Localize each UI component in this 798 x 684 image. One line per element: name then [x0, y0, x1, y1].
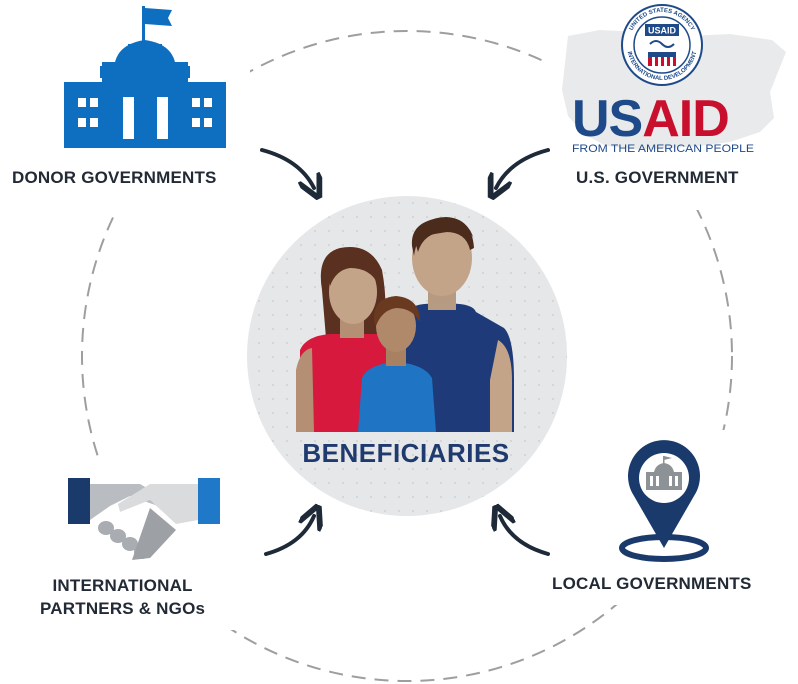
us-map-silhouette — [562, 30, 786, 150]
label-donor-governments: DONOR GOVERNMENTS — [12, 168, 217, 187]
label-international-partners: INTERNATIONAL PARTNERS & NGOs — [40, 574, 205, 620]
usaid-wordmark-us: US — [572, 90, 642, 148]
usaid-tagline: FROM THE AMERICAN PEOPLE — [572, 143, 754, 155]
usaid-wordmark-aid: AID — [642, 90, 729, 148]
dashed-ring — [81, 30, 733, 682]
label-us-government: U.S. GOVERNMENT — [576, 168, 739, 187]
label-international-line2: PARTNERS & NGOs — [40, 599, 206, 618]
handshake-icon — [68, 478, 220, 560]
arrow-donor — [260, 148, 314, 188]
usaid-seal-icon: USAID UNITED STATES AGENCY INTERNATIONAL… — [621, 4, 703, 86]
center-title: BENEFICIARIES — [302, 438, 510, 468]
seal-badge-text: USAID — [648, 26, 677, 36]
family-icon — [296, 217, 514, 432]
arrow-local — [500, 516, 550, 556]
label-local-governments: LOCAL GOVERNMENTS — [552, 574, 752, 593]
label-international-line1: INTERNATIONAL — [52, 576, 193, 595]
arrow-usgov — [496, 148, 550, 188]
arrow-intl — [264, 516, 314, 556]
usaid-wordmark: USAID — [572, 90, 729, 148]
capitol-building-icon — [64, 6, 226, 148]
building-icon — [646, 456, 682, 490]
